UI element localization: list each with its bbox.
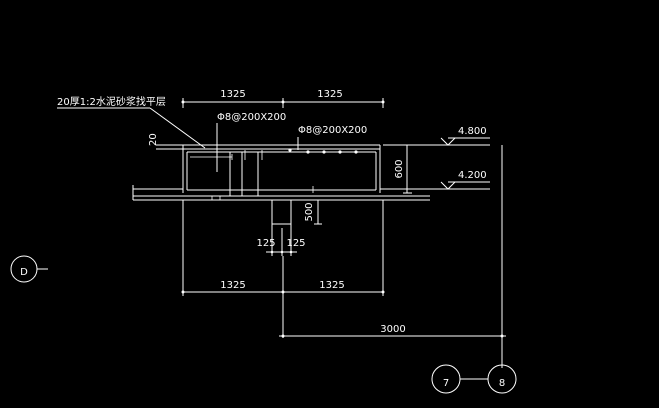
floor-and-beam xyxy=(132,185,430,225)
axis-7: 7 xyxy=(431,364,488,394)
overall-dimension: 3000 xyxy=(279,324,506,338)
layer-note-callout: 20厚1:2水泥砂浆找平层 xyxy=(57,95,206,149)
elevation-lower-label: 4.200 xyxy=(458,170,487,181)
rebar-left-label: Φ8@200X200 xyxy=(217,112,286,123)
bottom-dimension: 1325 1325 xyxy=(181,280,385,296)
axis-d: D xyxy=(10,255,48,283)
elevation-lower: 4.200 xyxy=(415,170,490,190)
elevation-upper: 4.800 xyxy=(383,126,490,146)
height-600-label: 600 xyxy=(394,159,405,178)
axis-7-label: 7 xyxy=(443,378,449,389)
axis-8-label: 8 xyxy=(499,378,505,389)
overall-span-label: 3000 xyxy=(380,324,405,335)
axis-8: 8 xyxy=(487,364,517,394)
top-right-span-label: 1325 xyxy=(317,89,342,100)
axis-d-label: D xyxy=(20,267,28,278)
bottom-left-span-label: 1325 xyxy=(220,280,245,291)
top-dimension: 1325 1325 xyxy=(181,89,385,108)
beam-width-dimension: 125 125 xyxy=(256,224,306,256)
extension-lines xyxy=(182,145,503,368)
elevation-upper-label: 4.800 xyxy=(458,126,487,137)
cover-dimension: 20 xyxy=(148,133,183,150)
depth-dimension: 500 xyxy=(304,199,322,225)
beam-left-label: 125 xyxy=(256,238,275,249)
top-left-span-label: 1325 xyxy=(220,89,245,100)
slab-section xyxy=(182,144,381,200)
beam-right-label: 125 xyxy=(286,238,305,249)
rebar-labels: Φ8@200X200 Φ8@200X200 xyxy=(216,112,367,172)
layer-note-label: 20厚1:2水泥砂浆找平层 xyxy=(57,95,166,108)
depth-500-label: 500 xyxy=(304,202,315,221)
bottom-right-span-label: 1325 xyxy=(319,280,344,291)
height-dimension: 600 xyxy=(394,144,412,194)
rebar-right-label: Φ8@200X200 xyxy=(298,125,367,136)
cover-label: 20 xyxy=(148,133,159,146)
